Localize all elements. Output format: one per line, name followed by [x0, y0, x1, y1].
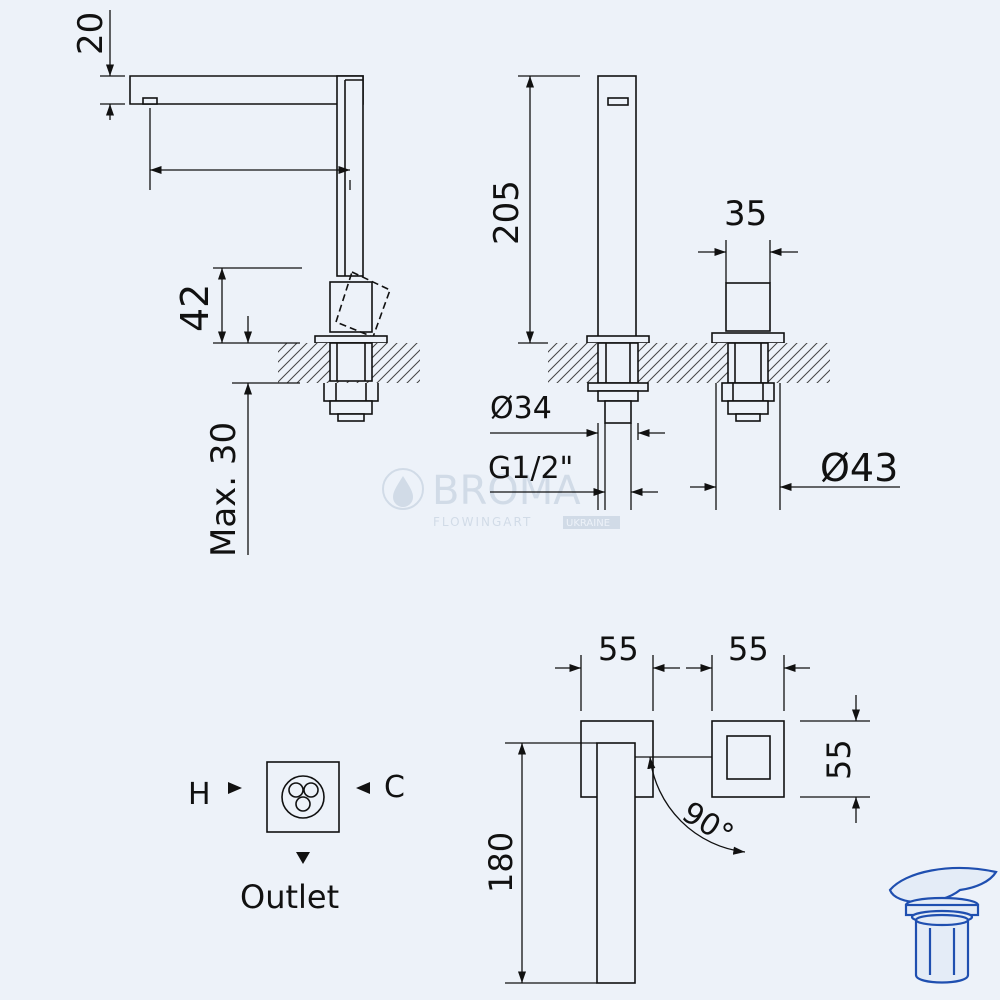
dim-base-dia-43: Ø43: [820, 446, 898, 490]
label-outlet: Outlet: [240, 878, 339, 916]
front-view-fittings: [587, 342, 775, 424]
dim-lines-front: [490, 75, 900, 510]
dim-handle-width: 35: [724, 194, 767, 234]
top-view: [580, 720, 785, 984]
watermark-tag: UKRAINE: [566, 518, 610, 529]
label-cold: C: [384, 770, 405, 805]
arrow-left-icon: [356, 782, 370, 794]
countertop-right: [548, 343, 830, 383]
dim-spout-length: 180: [482, 832, 520, 893]
arrow-right-icon: [228, 782, 242, 794]
dim-lines-side: [100, 10, 351, 555]
watermark-brand: BROMA: [432, 468, 581, 514]
dim-thread: G1/2": [488, 451, 573, 486]
dim-max-counter: Max. 30: [204, 422, 244, 557]
dim-plate-width-left: 55: [598, 630, 639, 668]
front-view: [586, 75, 785, 344]
dim-spout-height: 20: [71, 12, 111, 55]
dim-handle-height: 42: [173, 284, 217, 332]
dim-spout-body-height: 205: [487, 180, 527, 245]
label-hot: H: [188, 777, 211, 812]
watermark-sub: FLOWINGART: [433, 515, 532, 529]
arrow-down-icon: [296, 852, 310, 864]
connection-block: [266, 761, 340, 833]
watermark: BROMA FLOWINGART UKRAINE: [382, 468, 620, 529]
dim-base-dia-34: Ø34: [490, 391, 552, 426]
dim-lines-top: [505, 655, 870, 984]
dim-plate-depth: 55: [820, 739, 858, 780]
dim-plate-width-right: 55: [728, 630, 769, 668]
dim-rotation: 90°: [676, 795, 740, 853]
drain-plug-icon: [888, 866, 998, 984]
connection-diagram: [228, 761, 370, 864]
